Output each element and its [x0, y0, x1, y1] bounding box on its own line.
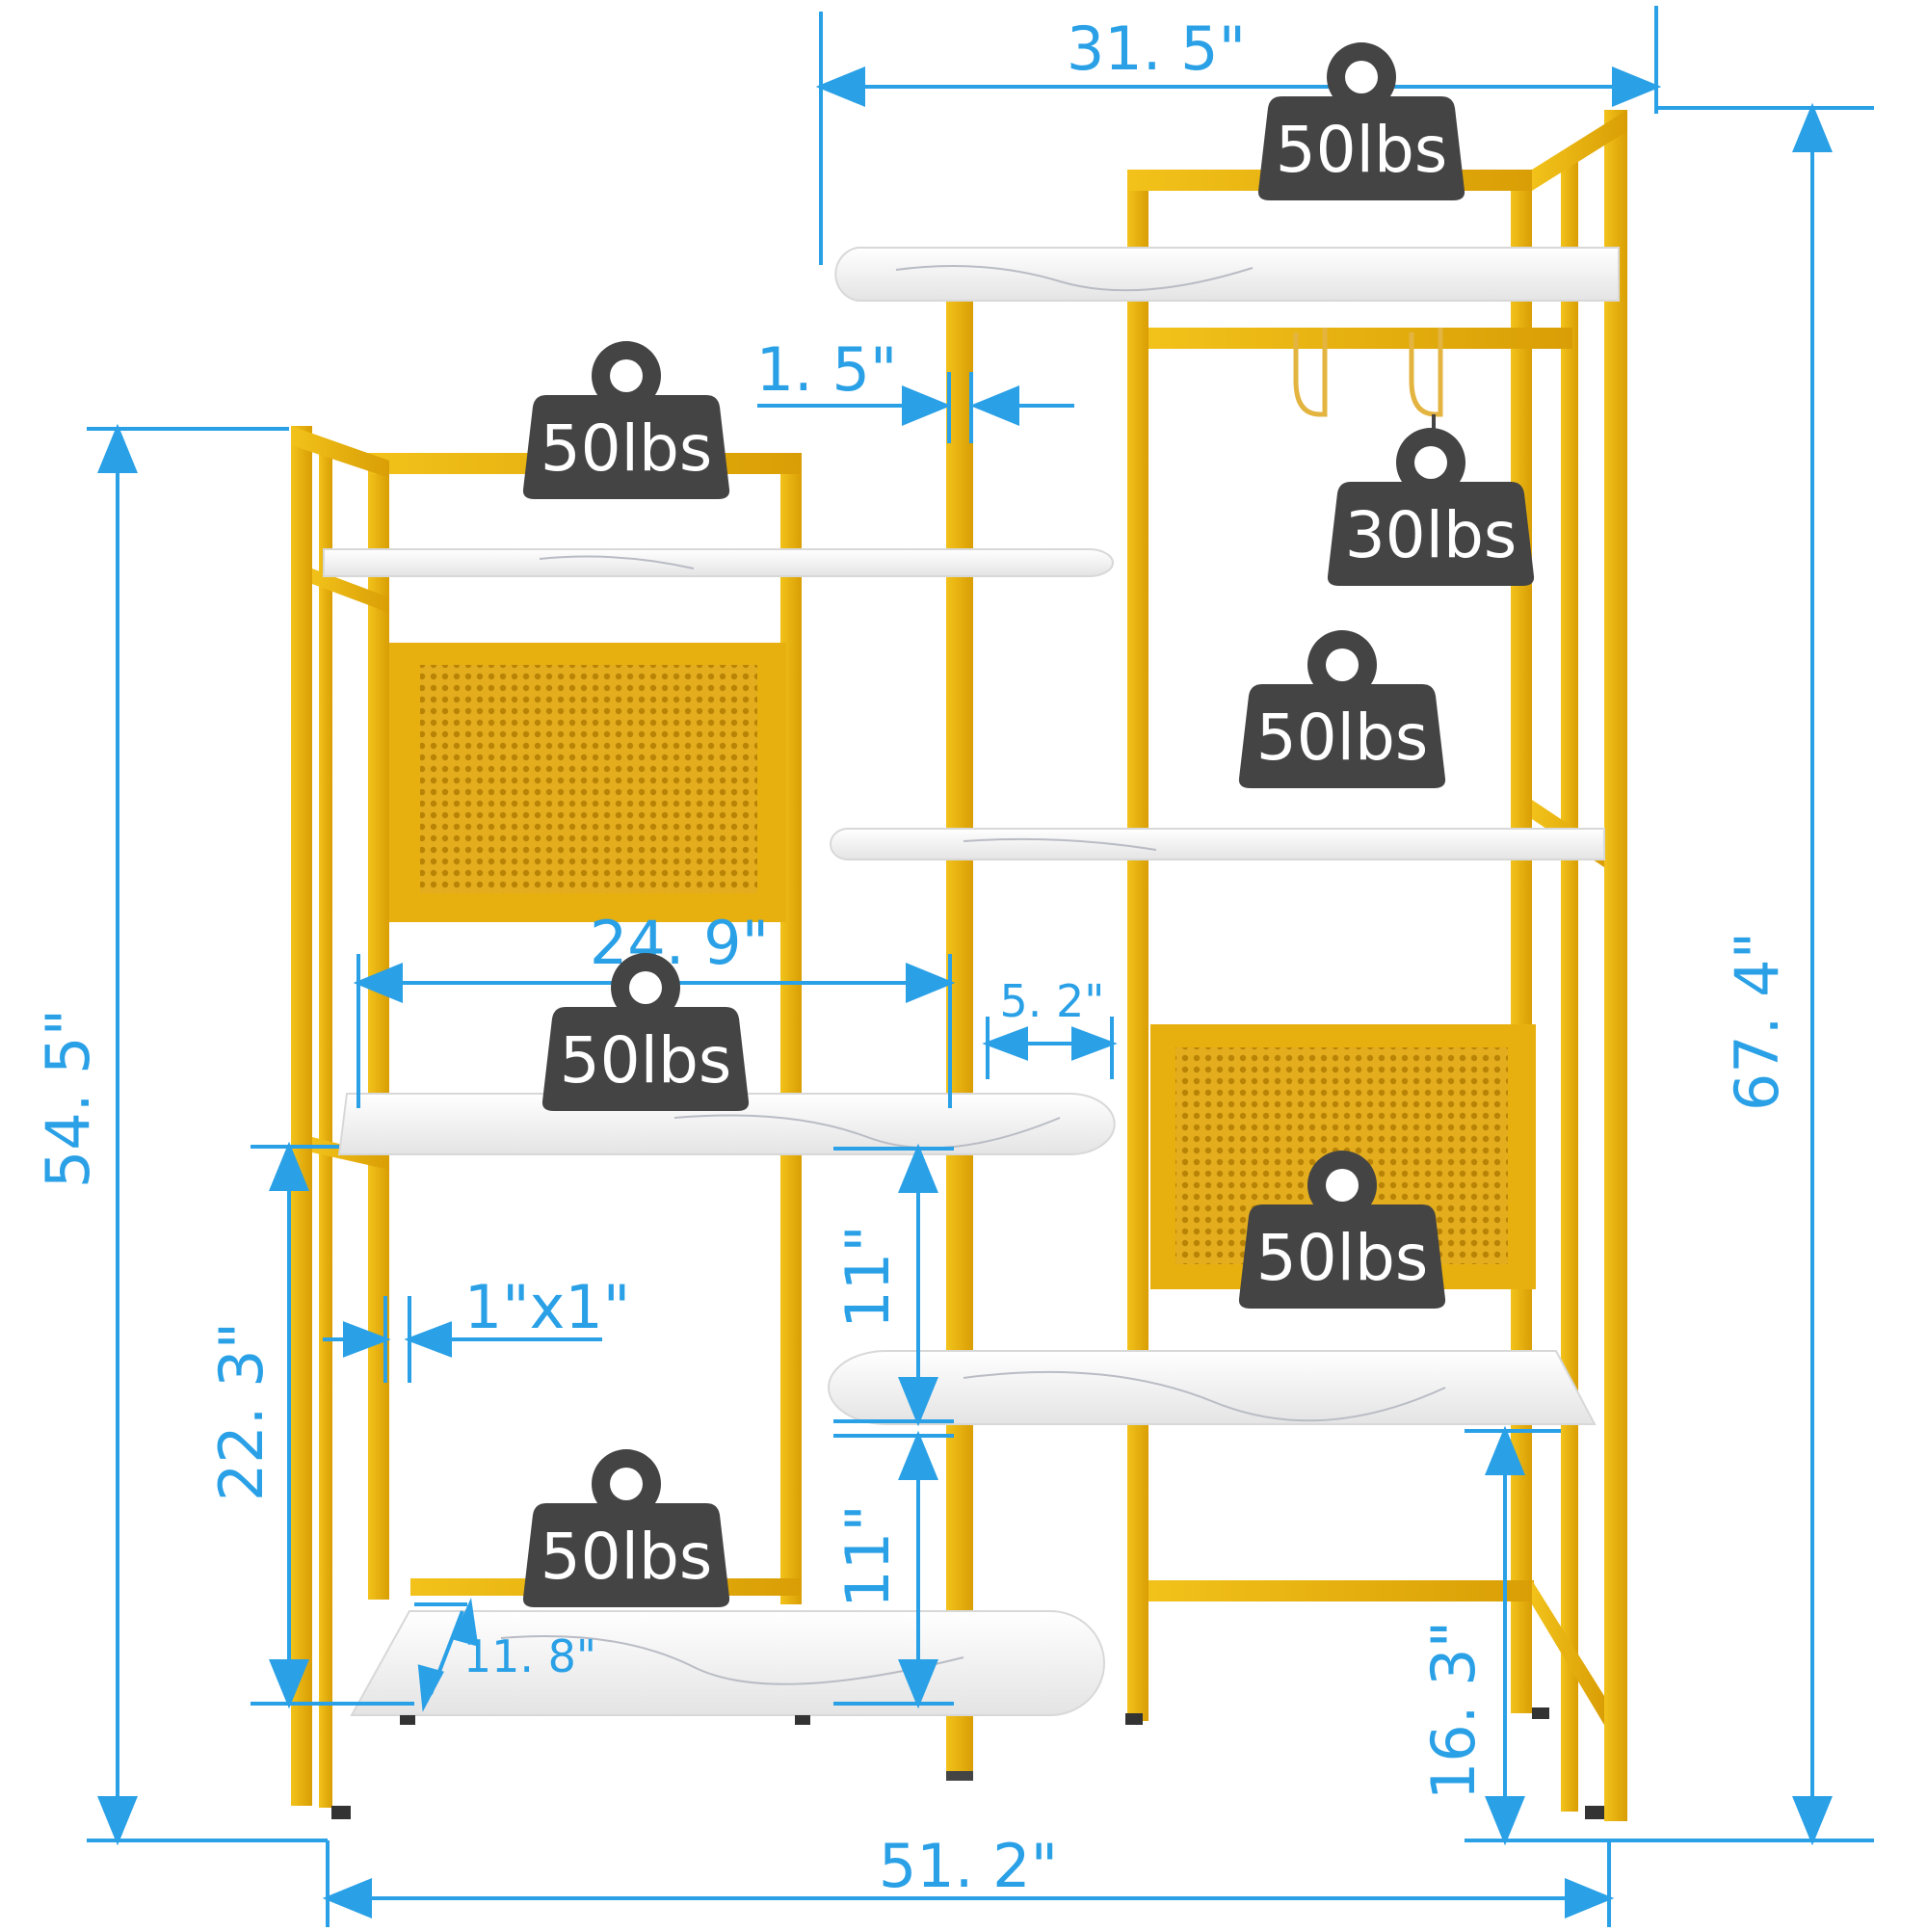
- dim-bottom-height: 16. 3": [1418, 1621, 1489, 1800]
- shelf-right-mid: [830, 828, 1605, 860]
- weight-badge-bottom-left: 50lbs: [522, 1449, 730, 1607]
- weight-label: 50lbs: [541, 1520, 713, 1594]
- weight-label: 30lbs: [1345, 498, 1518, 572]
- left-mesh-panel: [389, 643, 786, 922]
- weight-label: 50lbs: [1276, 113, 1448, 187]
- weight-label: 50lbs: [541, 411, 713, 486]
- dim-left-height: 54. 5": [33, 1009, 103, 1188]
- dim-tube-size: 1"x1": [464, 1272, 631, 1342]
- shelf-top: [834, 247, 1620, 302]
- right-tower-frame: [1127, 110, 1627, 1821]
- dim-right-height: 67. 4": [1722, 932, 1792, 1111]
- dim-spacing-lower: 11": [832, 1504, 903, 1607]
- dim-total-width: 51. 2": [879, 1831, 1058, 1901]
- weight-badge-mid-left: 50lbs: [541, 953, 750, 1111]
- dim-pole-diameter: 1. 5": [756, 334, 898, 405]
- shelf-left-top: [323, 548, 1114, 577]
- shelf-left-mid: [337, 1093, 1116, 1155]
- pole-foot: [946, 1771, 973, 1781]
- weight-badge-mid-right: 50lbs: [1238, 630, 1446, 788]
- weight-badge-top-left: 50lbs: [522, 341, 730, 499]
- dim-top-width: 31. 5": [1067, 13, 1246, 84]
- shelf-right-low: [828, 1350, 1597, 1425]
- feet: [331, 1707, 1604, 1819]
- dimension-lines: [87, 6, 1874, 1927]
- weight-badge-low-right: 50lbs: [1238, 1151, 1446, 1309]
- weight-label: 50lbs: [560, 1023, 732, 1098]
- dim-lower-height: 22. 3": [206, 1322, 277, 1501]
- dim-spacing-upper: 11": [832, 1225, 903, 1328]
- weight-label: 50lbs: [1256, 701, 1429, 775]
- dim-shelf-gap: 5. 2": [1000, 975, 1105, 1027]
- dimension-labels: 31. 5" 1. 5" 54. 5" 67. 4" 24. 9" 5. 2" …: [33, 13, 1792, 1901]
- shelf-veins: [500, 265, 1446, 1685]
- dim-shelf-depth: 11. 8": [463, 1630, 596, 1682]
- weight-badge-top-right: 50lbs: [1257, 42, 1465, 200]
- weight-badge-hook: 30lbs: [1327, 428, 1535, 586]
- dim-shelf-width: 24. 9": [590, 908, 769, 978]
- weight-badges: 50lbs 50lbs 30lbs 50lbs 50lbs 50lbs 50lbs: [522, 42, 1535, 1607]
- weight-label: 50lbs: [1256, 1221, 1429, 1295]
- shelf-unit-illustration: [291, 110, 1627, 1821]
